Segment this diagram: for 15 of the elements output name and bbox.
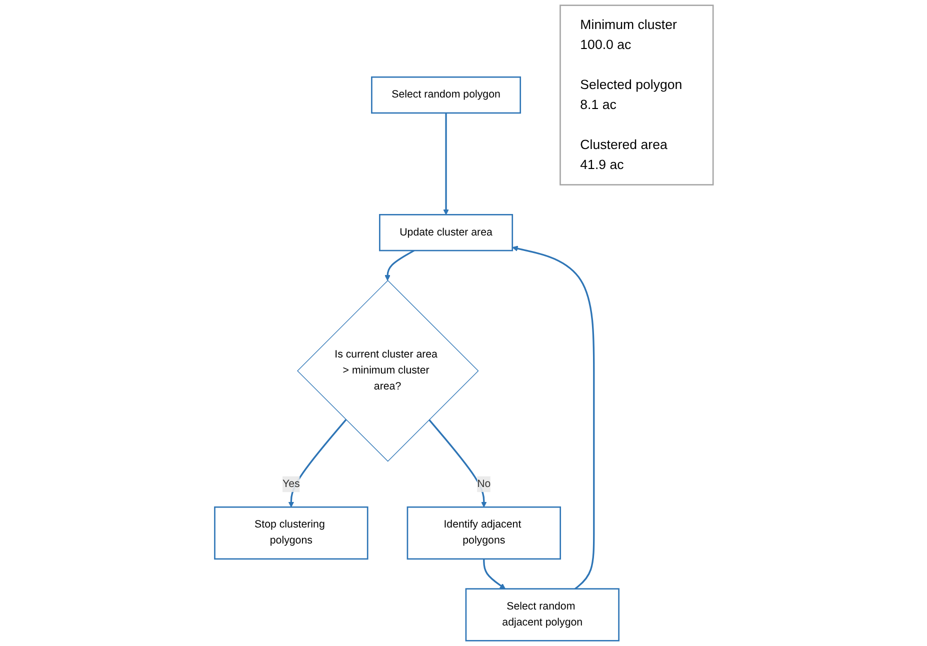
arrow	[428, 419, 486, 508]
node-diamond: Is current cluster area > minimum cluster area?	[296, 280, 478, 462]
arrow	[288, 419, 346, 508]
node-box: Identify adjacent polygons	[406, 506, 561, 560]
node-box: Select random adjacent polygon	[464, 588, 620, 642]
node-box: Stop clustering polygons	[214, 506, 368, 560]
arrow	[442, 112, 449, 215]
node-box: Update cluster area	[378, 214, 513, 252]
arrow	[482, 558, 506, 590]
node-box: Select random polygon	[370, 76, 521, 114]
edge-label: No	[476, 478, 490, 490]
node-box: Minimum cluster 100.0 ac Selected polygon 8.1 ac Clustered area 41.9 ac	[559, 4, 714, 186]
arrow	[512, 246, 594, 590]
arrow	[384, 250, 414, 281]
edge-label: Yes	[282, 478, 300, 490]
